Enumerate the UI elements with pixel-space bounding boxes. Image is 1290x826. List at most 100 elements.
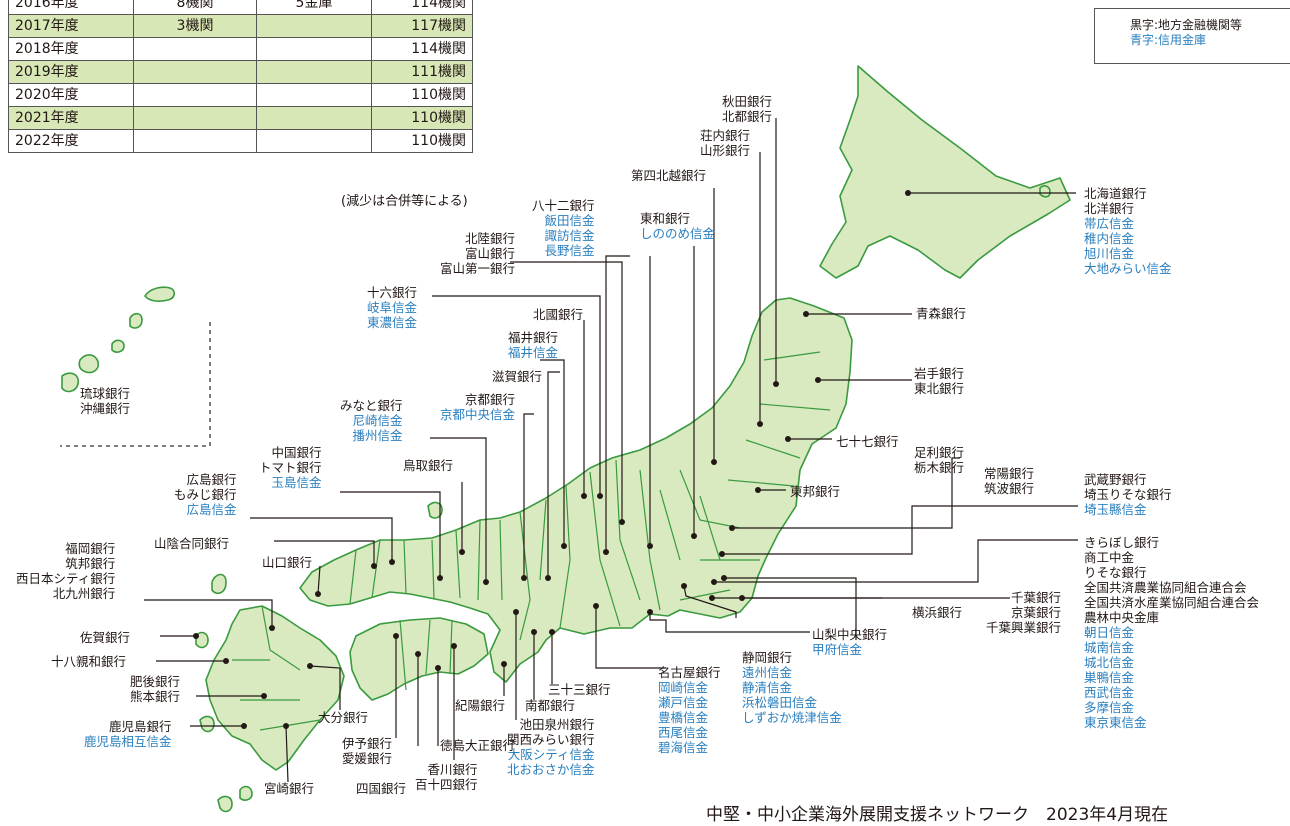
legend-blue: 青字:信用金庫 bbox=[1130, 33, 1207, 47]
bank-name: 熊本銀行 bbox=[130, 689, 181, 704]
bank-name: 十六銀行 bbox=[367, 285, 418, 300]
bank-name: もみじ銀行 bbox=[174, 487, 237, 502]
legend-black: 黒字:地方金融機関等 bbox=[1130, 18, 1243, 32]
bank-label-hokkaido: 北海道銀行北洋銀行帯広信金稚内信金旭川信金大地みらい信金 bbox=[1084, 186, 1172, 276]
bank-label-yamaguchi: 山口銀行 bbox=[262, 555, 312, 570]
bank-label-miyazaki: 宮崎銀行 bbox=[264, 781, 314, 796]
shinkin-name: 埼玉縣信金 bbox=[1084, 502, 1147, 517]
bank-name: 足利銀行 bbox=[914, 445, 965, 460]
bank-label-kagoshima: 鹿児島銀行鹿児島相互信金 bbox=[84, 719, 172, 749]
bank-name: 秋田銀行 bbox=[722, 94, 773, 109]
bank-name: 千葉銀行 bbox=[1011, 590, 1062, 605]
bank-label-okinawa: 琉球銀行沖縄銀行 bbox=[80, 386, 130, 416]
bank-name: 徳島大正銀行 bbox=[440, 738, 516, 753]
bank-name: 滋賀銀行 bbox=[492, 369, 543, 384]
shinkin-name: 帯広信金 bbox=[1084, 216, 1135, 231]
bank-label-kiraboshi: きらぼし銀行商工中金りそな銀行全国共済農業協同組合連合会全国共済水産業協同組合連… bbox=[1084, 535, 1259, 730]
table-cell-c2 bbox=[133, 60, 257, 84]
bank-name: 武蔵野銀行 bbox=[1084, 472, 1147, 487]
shinkin-name: 北おおさか信金 bbox=[507, 762, 595, 777]
bank-name: 琉球銀行 bbox=[80, 386, 131, 401]
shinkin-name: 播州信金 bbox=[352, 428, 403, 443]
bank-name: 山陰合同銀行 bbox=[154, 536, 230, 551]
table-cell-year: 2017年度 bbox=[8, 14, 134, 38]
bank-name: 大分銀行 bbox=[318, 710, 369, 725]
shinkin-name: しずおか焼津信金 bbox=[742, 710, 842, 725]
bank-name: りそな銀行 bbox=[1084, 565, 1147, 580]
bank-label-akita: 秋田銀行北都銀行 bbox=[722, 94, 772, 124]
bank-name: 北陸銀行 bbox=[465, 231, 516, 246]
bank-label-ikeda: 池田泉州銀行関西みらい銀行大阪シティ信金北おおさか信金 bbox=[507, 717, 595, 777]
bank-name: 山梨中央銀行 bbox=[812, 627, 888, 642]
shinkin-name: 西尾信金 bbox=[658, 725, 709, 740]
bank-name: 山口銀行 bbox=[262, 555, 313, 570]
table-note: (減少は合併等による) bbox=[341, 194, 468, 209]
bank-name: 福井銀行 bbox=[508, 330, 559, 345]
bank-name: 北洋銀行 bbox=[1084, 201, 1135, 216]
bank-name: 筑波銀行 bbox=[984, 481, 1035, 496]
footer-caption: 中堅・中小企業海外展開支援ネットワーク 2023年4月現在 bbox=[706, 805, 1169, 825]
table-cell-c4: 117機関 bbox=[371, 14, 473, 38]
shinkin-name: 岡崎信金 bbox=[658, 680, 709, 695]
bank-label-tokushima: 徳島大正銀行 bbox=[440, 738, 515, 753]
bank-label-nanto: 南都銀行 bbox=[525, 698, 575, 713]
shinkin-name: 甲府信金 bbox=[812, 642, 863, 657]
bank-label-hiroshima: 広島銀行もみじ銀行広島信金 bbox=[174, 472, 237, 517]
bank-name: 愛媛銀行 bbox=[342, 751, 393, 766]
shinkin-name: 長野信金 bbox=[544, 243, 595, 258]
bank-name: 筑邦銀行 bbox=[65, 556, 116, 571]
table-cell-year: 2018年度 bbox=[8, 37, 134, 61]
bank-label-kagawa: 香川銀行百十四銀行 bbox=[415, 762, 478, 792]
bank-name: 富山銀行 bbox=[465, 246, 516, 261]
shinkin-name: 西武信金 bbox=[1084, 685, 1135, 700]
legend-box: 黒字:地方金融機関等 青字:信用金庫 bbox=[1094, 8, 1290, 64]
table-cell-c3 bbox=[256, 14, 372, 38]
shinkin-name: 尼崎信金 bbox=[352, 413, 403, 428]
bank-name: 十八親和銀行 bbox=[51, 654, 127, 669]
shinkin-name: 浜松磐田信金 bbox=[742, 695, 818, 710]
shinkin-name: 福井信金 bbox=[508, 345, 559, 360]
bank-name: 荘内銀行 bbox=[700, 128, 751, 143]
shinkin-name: 城南信金 bbox=[1084, 640, 1135, 655]
bank-name: 全国共済農業協同組合連合会 bbox=[1084, 580, 1247, 595]
bank-label-saga: 佐賀銀行 bbox=[80, 630, 130, 645]
bank-name: 南都銀行 bbox=[525, 698, 576, 713]
shinkin-name: 大阪シティ信金 bbox=[507, 747, 595, 762]
bank-name: 西日本シティ銀行 bbox=[16, 571, 116, 586]
bank-label-chiba: 千葉銀行京葉銀行千葉興業銀行 bbox=[986, 590, 1061, 635]
bank-name: 伊予銀行 bbox=[342, 736, 393, 751]
shinkin-name: 飯田信金 bbox=[544, 213, 595, 228]
bank-label-juroku: 十六銀行岐阜信金東濃信金 bbox=[367, 285, 417, 330]
bank-name: 広島銀行 bbox=[186, 472, 237, 487]
bank-name: 北九州銀行 bbox=[52, 586, 116, 601]
kyushu-shape bbox=[205, 605, 345, 771]
shinkin-name: 岐阜信金 bbox=[367, 300, 418, 315]
bank-name: みなと銀行 bbox=[340, 398, 403, 413]
shinkin-name: 東濃信金 bbox=[367, 315, 418, 330]
bank-label-sanin: 山陰合同銀行 bbox=[154, 536, 229, 551]
bank-name: 静岡銀行 bbox=[742, 650, 793, 665]
bank-name: 三十三銀行 bbox=[548, 682, 611, 697]
bank-name: 八十二銀行 bbox=[532, 198, 595, 213]
bank-name: 宮崎銀行 bbox=[264, 781, 315, 796]
bank-name: 鹿児島銀行 bbox=[109, 719, 172, 734]
bank-name: 埼玉りそな銀行 bbox=[1084, 487, 1172, 502]
bank-name: 京都銀行 bbox=[465, 392, 516, 407]
bank-label-hachijuni: 八十二銀行飯田信金諏訪信金長野信金 bbox=[532, 198, 595, 258]
bank-label-aomori: 青森銀行 bbox=[916, 306, 966, 321]
table-cell-c2 bbox=[133, 83, 257, 107]
bank-name: 東和銀行 bbox=[640, 211, 691, 226]
bank-name: 横浜銀行 bbox=[912, 605, 963, 620]
bank-label-fukui: 福井銀行福井信金 bbox=[508, 330, 558, 360]
bank-label-shichijushichi: 七十七銀行 bbox=[836, 434, 899, 449]
bank-name: 百十四銀行 bbox=[415, 777, 478, 792]
bank-name: 沖縄銀行 bbox=[80, 401, 131, 416]
bank-name: 紀陽銀行 bbox=[455, 698, 506, 713]
bank-label-tottori: 鳥取銀行 bbox=[403, 458, 453, 473]
